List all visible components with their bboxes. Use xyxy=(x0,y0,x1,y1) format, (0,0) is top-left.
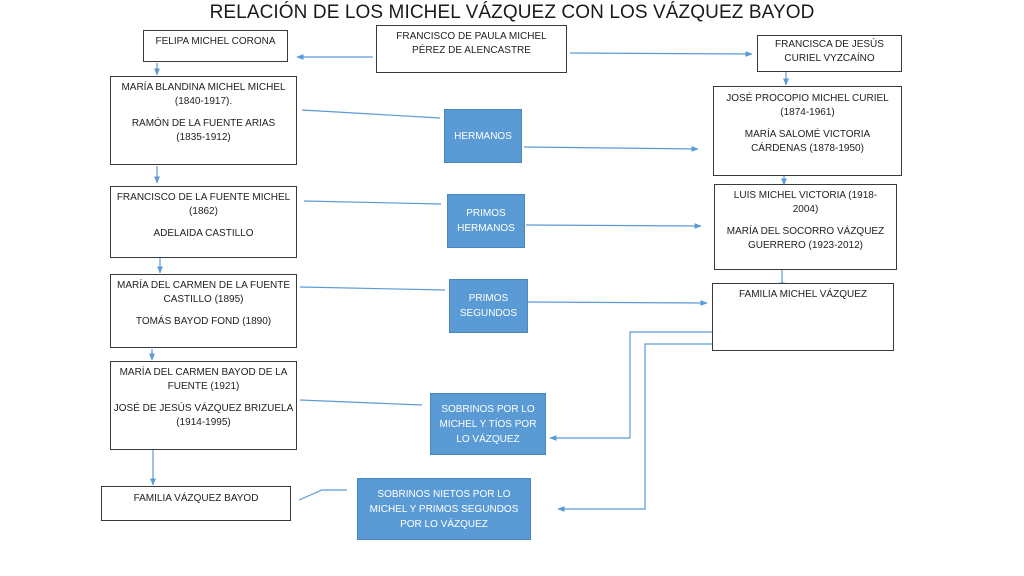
jose-jesus-dates: (1914-1995) xyxy=(176,417,231,428)
ramon-name: RAMÓN DE LA FUENTE ARIAS xyxy=(131,118,276,129)
carmen-bayod-name: MARÍA DEL CARMEN BAYOD DE LA xyxy=(119,367,288,378)
relation-primos-segundos-line-2: SEGUNDOS xyxy=(459,308,518,319)
connector-hermanos-to-procopio xyxy=(523,146,699,152)
person-box-felipa: FELIPA MICHEL CORONA xyxy=(143,30,288,62)
person-box-francisca: FRANCISCA DE JESÚS CURIEL VYZCAÍNO xyxy=(757,35,902,72)
relation-box-primos-segundos: PRIMOS SEGUNDOS xyxy=(449,279,528,333)
luis-dates: 2004) xyxy=(792,204,819,215)
relation-sobrinos-line-1: SOBRINOS POR LO xyxy=(441,403,535,415)
root-name-line-1: FRANCISCO DE PAULA MICHEL xyxy=(396,31,547,42)
carmen-bayod-dates: FUENTE (1921) xyxy=(167,381,240,392)
socorro-dates: GUERRERO (1923-2012) xyxy=(747,240,864,251)
luis-name: LUIS MICHEL VICTORIA (1918- xyxy=(733,190,878,201)
couple-box-luis-michel: LUIS MICHEL VICTORIA (1918- 2004) MARÍA … xyxy=(714,184,897,270)
connector-root-to-francisca xyxy=(569,51,753,57)
relation-primos-hermanos-line-1: PRIMOS xyxy=(466,208,506,219)
familia-vazquez-bayod-label: FAMILIA VÁZQUEZ BAYOD xyxy=(133,493,259,504)
socorro-name: MARÍA DEL SOCORRO VÁZQUEZ xyxy=(726,226,885,237)
relation-hermanos-line-1: HERMANOS xyxy=(454,130,512,142)
couple-box-jose-procopio: JOSÉ PROCOPIO MICHEL CURIEL (1874-1961) … xyxy=(713,86,902,176)
salome-name: MARÍA SALOMÉ VICTORIA xyxy=(744,129,871,140)
felipa-name: FELIPA MICHEL CORONA xyxy=(155,36,276,47)
relation-sobrinos-nietos-line-1: SOBRINOS NIETOS POR LO xyxy=(377,488,511,500)
procopio-dates: (1874-1961) xyxy=(780,107,835,118)
jose-jesus-name: JOSÉ DE JESÚS VÁZQUEZ BRIZUELA xyxy=(113,403,294,414)
connector-bayod-to-sobrinos xyxy=(299,399,423,406)
familia-michel-vazquez-label: FAMILIA MICHEL VÁZQUEZ xyxy=(739,289,867,300)
relation-primos-hermanos-line-2: HERMANOS xyxy=(457,223,515,234)
couple-box-maria-carmen-bayod: MARÍA DEL CARMEN BAYOD DE LA FUENTE (192… xyxy=(110,361,297,450)
root-name-line-2: PÉREZ DE ALENCASTRE xyxy=(412,45,531,56)
relation-sobrinos-line-2: MICHEL Y TÍOS POR xyxy=(439,418,537,430)
connector-blandina-to-hermanos xyxy=(301,109,441,119)
carmen-fuente-dates: CASTILLO (1895) xyxy=(163,294,244,305)
couple-box-francisco-fuente: FRANCISCO DE LA FUENTE MICHEL (1862) ADE… xyxy=(110,186,297,258)
carmen-fuente-name: MARÍA DEL CARMEN DE LA FUENTE xyxy=(117,280,290,291)
connector-familia-bayod-to-sobrinos-nietos xyxy=(298,489,347,501)
francisca-line-1: FRANCISCA DE JESÚS xyxy=(775,39,884,50)
couple-box-maria-carmen-fuente: MARÍA DEL CARMEN DE LA FUENTE CASTILLO (… xyxy=(110,274,297,348)
connector-michel-vazquez-to-sobrinos-nietos xyxy=(557,343,737,512)
relation-box-sobrinos-nietos: SOBRINOS NIETOS POR LO MICHEL Y PRIMOS S… xyxy=(357,478,531,540)
connector-primos-hermanos-to-luis xyxy=(525,223,702,229)
relation-box-sobrinos: SOBRINOS POR LO MICHEL Y TÍOS POR LO VÁZ… xyxy=(430,393,546,455)
couple-box-maria-blandina: MARÍA BLANDINA MICHEL MICHEL (1840-1917)… xyxy=(110,76,297,165)
blandina-name: MARÍA BLANDINA MICHEL MICHEL xyxy=(121,82,286,93)
relation-sobrinos-nietos-line-3: POR LO VÁZQUEZ xyxy=(400,518,488,530)
blandina-dates: (1840-1917). xyxy=(174,96,233,107)
root-ancestor-box: FRANCISCO DE PAULA MICHEL PÉREZ DE ALENC… xyxy=(376,25,567,73)
relation-sobrinos-line-3: LO VÁZQUEZ xyxy=(456,433,520,445)
relation-box-hermanos: HERMANOS xyxy=(444,109,522,163)
connector-primos-segundos-to-michel-vazquez xyxy=(526,300,708,306)
connector-michel-vazquez-to-sobrinos xyxy=(549,331,712,441)
relation-sobrinos-nietos-line-2: MICHEL Y PRIMOS SEGUNDOS xyxy=(369,503,519,515)
ramon-dates: (1835-1912) xyxy=(176,132,231,143)
francisca-line-2: CURIEL VYZCAÍNO xyxy=(784,53,875,64)
adelaida-name: ADELAIDA CASTILLO xyxy=(153,228,254,239)
family-box-michel-vazquez: FAMILIA MICHEL VÁZQUEZ xyxy=(712,283,894,351)
family-box-vazquez-bayod: FAMILIA VÁZQUEZ BAYOD xyxy=(101,486,291,521)
diagram-title: RELACIÓN DE LOS MICHEL VÁZQUEZ CON LOS V… xyxy=(209,2,815,23)
francisco-fuente-dates: (1862) xyxy=(189,206,218,217)
relation-box-primos-hermanos: PRIMOS HERMANOS xyxy=(447,194,525,248)
relation-primos-segundos-line-1: PRIMOS xyxy=(468,293,509,304)
connector-carmen-to-primos-segundos xyxy=(299,286,446,291)
salome-dates: CÁRDENAS (1878-1950) xyxy=(751,143,864,154)
tomas-name: TOMÁS BAYOD FOND (1890) xyxy=(135,316,272,327)
francisco-fuente-name: FRANCISCO DE LA FUENTE MICHEL xyxy=(116,192,291,203)
procopio-name: JOSÉ PROCOPIO MICHEL CURIEL xyxy=(726,93,889,104)
connector-francisco-to-primos-hermanos xyxy=(303,200,442,205)
